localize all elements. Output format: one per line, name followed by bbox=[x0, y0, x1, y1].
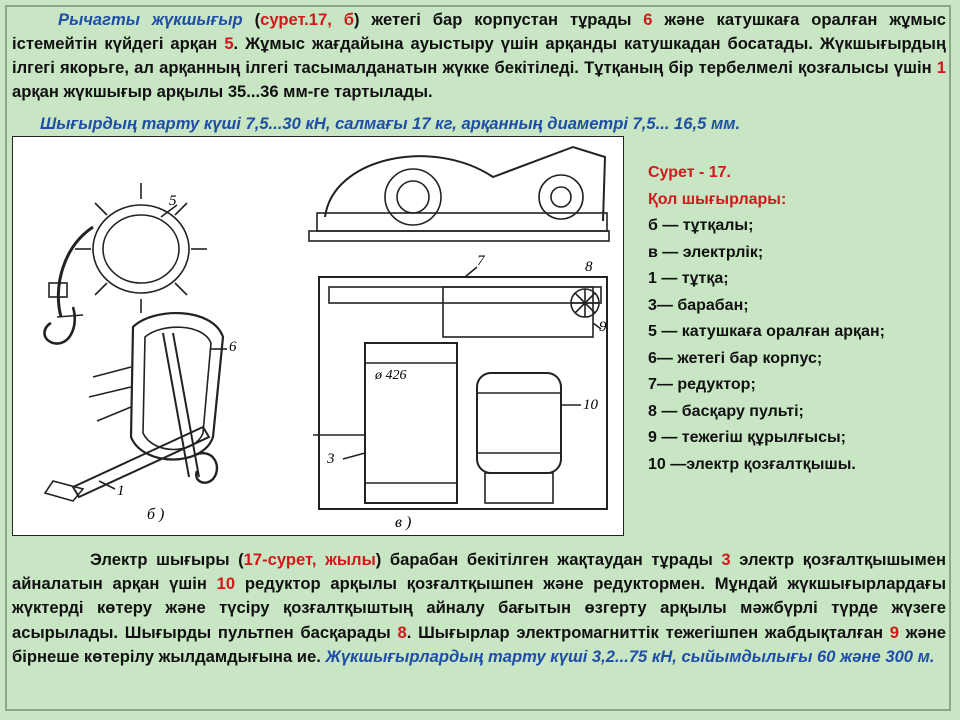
lever-handle bbox=[71, 425, 211, 499]
legend-item: 7— редуктор; bbox=[648, 376, 756, 393]
hook-upper bbox=[43, 306, 76, 345]
bottom-paragraph: Электр шығыры (17-сурет, жылы) барабан б… bbox=[12, 550, 947, 666]
part-label-9: 9 bbox=[599, 319, 607, 335]
winch-drawing: 5 6 1 7 8 9 10 3 ø 426 б ) в ) bbox=[12, 136, 624, 536]
part-label-8: 8 bbox=[585, 259, 593, 275]
part-label-7: 7 bbox=[477, 253, 486, 269]
drum-diameter-label: ø 426 bbox=[374, 368, 407, 383]
reducer bbox=[442, 286, 594, 338]
legend-item: в — электрлік; bbox=[648, 243, 764, 261]
legend-item: 9 — тежегіш құрылғысы; bbox=[648, 429, 846, 446]
figure-ref: сурет.17, б bbox=[260, 10, 354, 29]
legend-item: 8 — басқару пульті; bbox=[648, 402, 804, 420]
legend-item: 5 — катушкаға оралған арқан; bbox=[648, 323, 885, 340]
part-label-10: 10 bbox=[583, 397, 599, 413]
part-label-3: 3 bbox=[326, 451, 335, 467]
lever-winch-term: Рычагты жүкшығыр bbox=[58, 10, 243, 29]
legend-item: 1 — тұтқа; bbox=[648, 270, 729, 287]
legend-item: 6— жетегі бар корпус; bbox=[648, 349, 823, 367]
caption-b: б ) bbox=[147, 506, 164, 523]
part-label-5: 5 bbox=[169, 193, 177, 209]
legend-subtitle: Қол шығырлары: bbox=[648, 190, 787, 208]
legend-item: 3— барабан; bbox=[648, 296, 749, 314]
winch-frame bbox=[318, 276, 608, 510]
winch-drawing-svg: 5 6 1 7 8 9 10 3 ø 426 б ) в ) bbox=[43, 145, 610, 531]
electric-winch-specs: Жүкшығырлардың тарту күші 3,2...75 кН, с… bbox=[325, 646, 935, 666]
lever-winch-specs: Шығырдың тарту күші 7,5...30 кН, салмағы… bbox=[40, 114, 741, 133]
part-label-6: 6 bbox=[229, 339, 237, 355]
hook-lower bbox=[194, 452, 219, 484]
figure-legend: Сурет - 17. Қол шығырлары: б — тұтқалы; … bbox=[648, 160, 948, 478]
legend-item: 10 —электр қозғалтқышы. bbox=[648, 455, 856, 473]
drum bbox=[364, 342, 458, 504]
electric-motor bbox=[476, 372, 562, 474]
slide-frame bbox=[5, 5, 951, 711]
part-label-1: 1 bbox=[117, 483, 125, 499]
rope-spool bbox=[92, 204, 190, 294]
caption-v: в ) bbox=[395, 514, 411, 531]
top-paragraph: Рычагты жүкшығыр (сурет.17, б) жетегі ба… bbox=[12, 10, 946, 101]
legend-item: б — тұтқалы; bbox=[648, 217, 754, 234]
figure-ref: 17-сурет, жылы bbox=[243, 550, 376, 569]
legend-title: Сурет - 17. bbox=[648, 164, 731, 181]
